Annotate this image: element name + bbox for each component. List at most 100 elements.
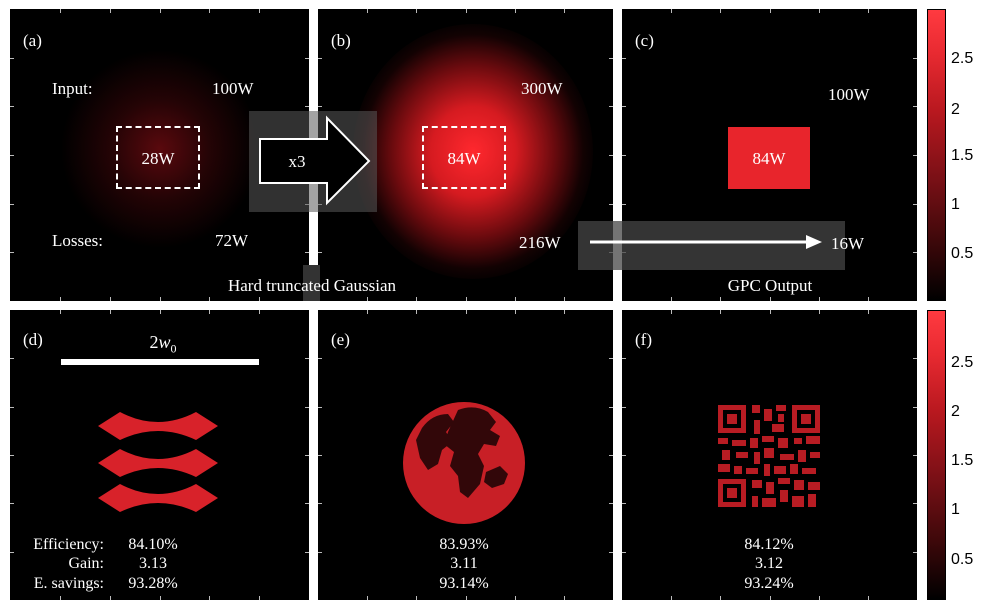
bowtie-shape-3 bbox=[98, 484, 218, 512]
axis-tick-left bbox=[622, 503, 626, 504]
colorbar-bottom-tick: 2.5 bbox=[951, 354, 974, 371]
caption-hard-truncated: Hard truncated Gaussian bbox=[227, 276, 397, 295]
axis-tick-bottom bbox=[110, 596, 111, 600]
axis-tick-top bbox=[110, 310, 111, 314]
axis-tick-left bbox=[10, 155, 14, 156]
axis-tick-top bbox=[868, 9, 869, 13]
qr-code-pattern bbox=[718, 405, 820, 507]
axis-tick-bottom bbox=[466, 596, 467, 600]
axis-tick-left bbox=[622, 455, 626, 456]
scale-bar-label: 2w0 bbox=[149, 332, 177, 356]
axis-tick-top bbox=[671, 9, 672, 13]
colorbar-bottom-tick: 1 bbox=[951, 501, 960, 518]
total-power-b: 300W bbox=[521, 79, 563, 98]
truncation-box-b bbox=[422, 126, 506, 189]
axis-tick-right bbox=[913, 204, 917, 205]
axis-tick-left bbox=[622, 155, 626, 156]
axis-tick-bottom bbox=[259, 596, 260, 600]
axis-tick-bottom bbox=[819, 596, 820, 600]
axis-tick-left bbox=[10, 455, 14, 456]
redirect-box bbox=[578, 221, 845, 270]
axis-tick-bottom bbox=[209, 596, 210, 600]
total-power-c: 100W bbox=[828, 85, 870, 104]
colorbar-bottom-tick: 2 bbox=[951, 403, 960, 420]
axis-tick-top bbox=[160, 310, 161, 314]
axis-tick-bottom bbox=[720, 596, 721, 600]
axis-tick-top bbox=[110, 9, 111, 13]
globe-pattern bbox=[403, 402, 525, 524]
axis-tick-bottom bbox=[367, 297, 368, 301]
axis-tick-right bbox=[305, 552, 309, 553]
axis-tick-bottom bbox=[671, 596, 672, 600]
gpc-output-spot bbox=[728, 127, 810, 189]
axis-tick-right bbox=[913, 407, 917, 408]
axis-tick-left bbox=[622, 106, 626, 107]
colorbar-top-tick: 2.5 bbox=[951, 50, 974, 67]
panel-e: (e) 83.93% 3.11 93.14% bbox=[318, 310, 613, 600]
axis-tick-top bbox=[770, 9, 771, 13]
axis-tick-bottom bbox=[868, 297, 869, 301]
axis-tick-right bbox=[609, 358, 613, 359]
axis-tick-right bbox=[609, 106, 613, 107]
axis-tick-left bbox=[10, 106, 14, 107]
panel-label-d: (d) bbox=[23, 330, 43, 349]
axis-tick-left bbox=[318, 455, 322, 456]
energy-savings-label: E. savings: bbox=[33, 575, 104, 592]
gaussian-spot-b bbox=[353, 24, 593, 279]
axis-tick-bottom bbox=[466, 297, 467, 301]
axis-tick-bottom bbox=[416, 297, 417, 301]
axis-tick-left bbox=[318, 358, 322, 359]
axis-tick-top bbox=[60, 9, 61, 13]
axis-tick-top bbox=[819, 9, 820, 13]
axis-tick-bottom bbox=[367, 596, 368, 600]
panel-label-b: (b) bbox=[331, 31, 351, 50]
input-power-a: 100W bbox=[212, 79, 254, 98]
efficiency-value-f: 84.12% bbox=[744, 536, 794, 553]
axis-tick-right bbox=[913, 358, 917, 359]
axis-tick-left bbox=[318, 503, 322, 504]
output-power-c: 84W bbox=[752, 149, 786, 168]
panel-label-a: (a) bbox=[23, 31, 42, 50]
axis-tick-right bbox=[609, 407, 613, 408]
axis-tick-right bbox=[609, 503, 613, 504]
losses-power-b: 216W bbox=[519, 233, 561, 252]
axis-tick-top bbox=[259, 310, 260, 314]
axis-tick-left bbox=[10, 503, 14, 504]
axis-tick-left bbox=[622, 58, 626, 59]
inner-power-a: 28W bbox=[141, 149, 175, 168]
colorbar-bottom-tick: 1.5 bbox=[951, 452, 974, 469]
axis-tick-right bbox=[305, 407, 309, 408]
axis-tick-right bbox=[609, 455, 613, 456]
gain-value-e: 3.11 bbox=[450, 555, 478, 572]
panel-label-c: (c) bbox=[635, 31, 654, 50]
bowtie-pattern bbox=[98, 412, 218, 512]
axis-tick-bottom bbox=[564, 297, 565, 301]
axis-tick-right bbox=[913, 155, 917, 156]
axis-tick-bottom bbox=[110, 297, 111, 301]
amplify-arrow-label: x3 bbox=[288, 152, 306, 171]
axis-tick-top bbox=[367, 310, 368, 314]
colorbar-top-tick: 0.5 bbox=[951, 245, 974, 262]
colorbar-top-tick: 1 bbox=[951, 196, 960, 213]
panel-f: (f) 84.12% 3 bbox=[622, 310, 917, 600]
axis-tick-top bbox=[770, 310, 771, 314]
bowtie-shape-1 bbox=[98, 412, 218, 440]
input-label: Input: bbox=[52, 79, 93, 98]
axis-tick-top bbox=[259, 9, 260, 13]
axis-tick-top bbox=[416, 310, 417, 314]
gain-label: Gain: bbox=[68, 555, 104, 572]
axis-tick-top bbox=[515, 9, 516, 13]
axis-tick-bottom bbox=[160, 596, 161, 600]
axis-tick-left bbox=[622, 204, 626, 205]
axis-tick-right bbox=[913, 58, 917, 59]
axis-tick-right bbox=[609, 204, 613, 205]
losses-power-a: 72W bbox=[215, 231, 249, 250]
axis-tick-top bbox=[564, 310, 565, 314]
gaussian-spot-a bbox=[60, 49, 260, 249]
axis-tick-top bbox=[416, 9, 417, 13]
axis-tick-right bbox=[305, 455, 309, 456]
axis-tick-right bbox=[305, 58, 309, 59]
colorbar-top bbox=[927, 9, 946, 301]
axis-tick-bottom bbox=[160, 297, 161, 301]
axis-tick-right bbox=[305, 252, 309, 253]
